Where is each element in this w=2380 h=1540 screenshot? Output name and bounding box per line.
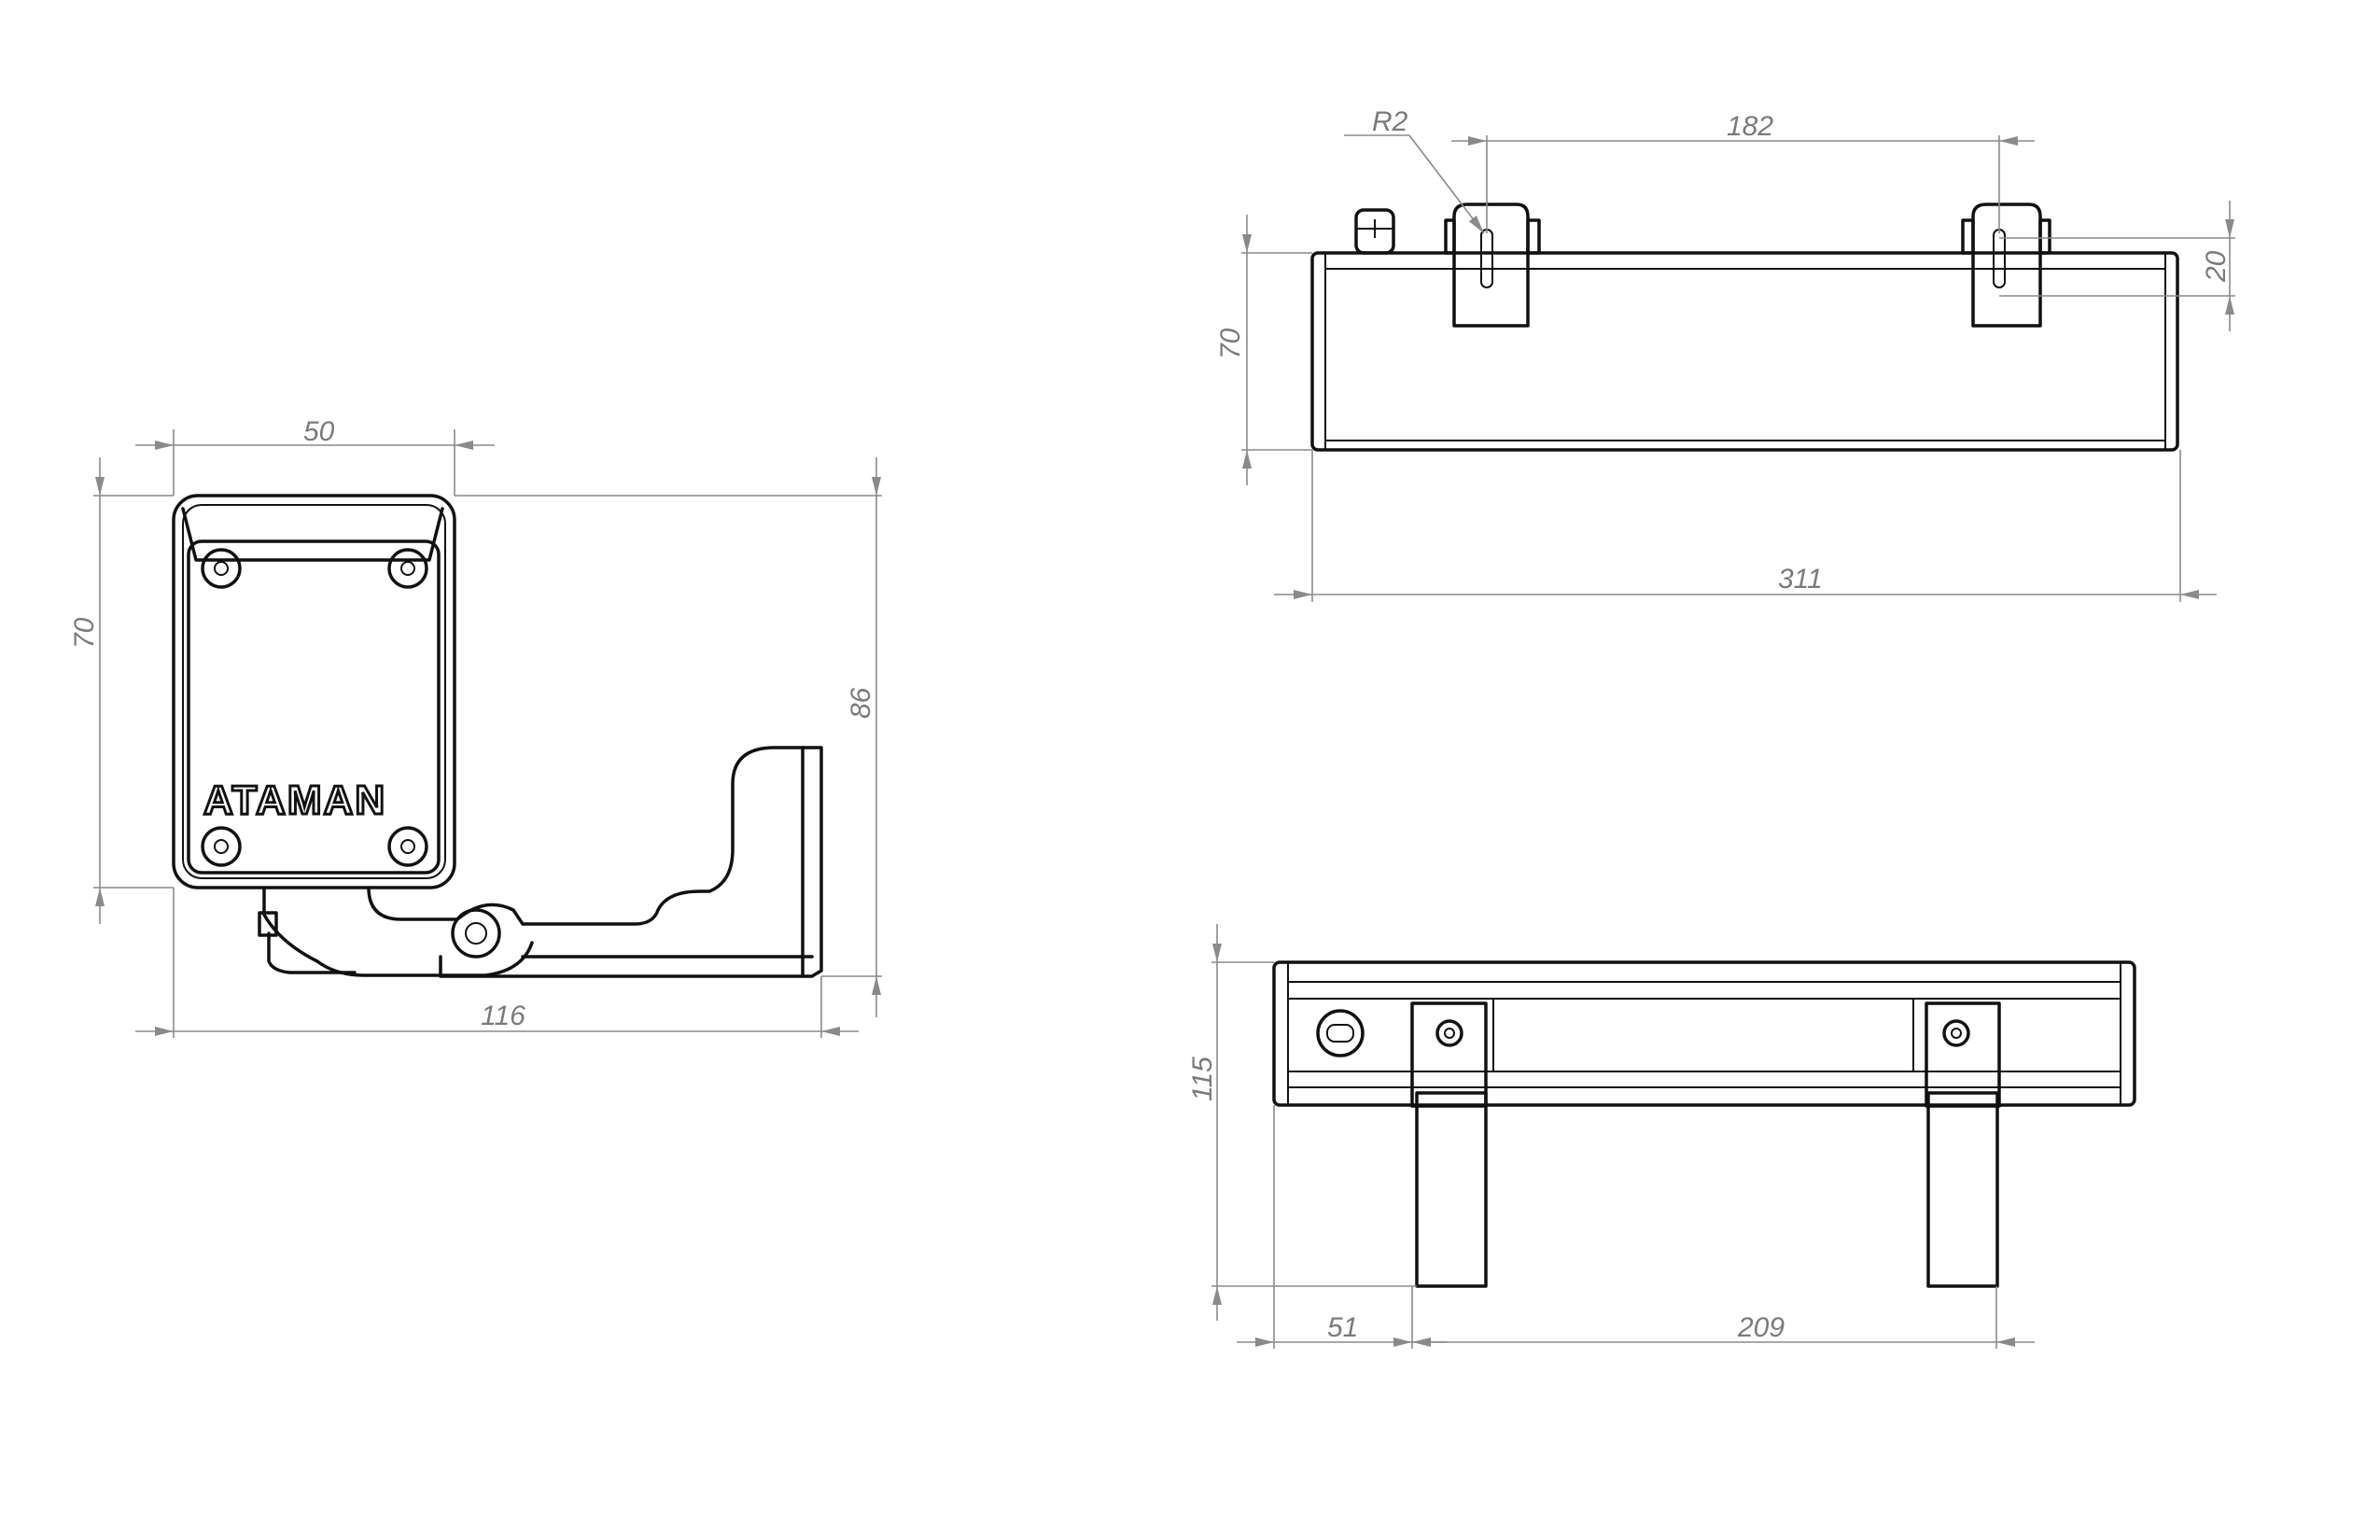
cable-gland (1354, 208, 1395, 255)
svg-text:86: 86 (846, 687, 876, 719)
dimension-182: 182 (1451, 111, 2035, 233)
front-view: 115 51 209 (1187, 924, 2136, 1349)
svg-text:182: 182 (1727, 111, 1773, 142)
svg-text:20: 20 (2201, 250, 2232, 283)
mount-bracket-right (1961, 203, 2051, 328)
dimension-209: 209 (1412, 1286, 2035, 1349)
svg-text:116: 116 (481, 1001, 525, 1031)
hinge-arm (262, 886, 534, 977)
hinge-knob (258, 911, 278, 937)
brand-logo: ATAMAN (203, 777, 386, 823)
dimension-r2: R2 (1344, 106, 1485, 234)
hinge-pivot (451, 908, 501, 959)
svg-text:209: 209 (1737, 1312, 1785, 1343)
svg-text:115: 115 (1187, 1057, 1218, 1101)
dimension-311: 311 (1274, 450, 2217, 602)
svg-text:R2: R2 (1372, 106, 1408, 137)
svg-text:70: 70 (1215, 328, 1246, 359)
hinge-base (267, 931, 357, 974)
cable-gland (1316, 1009, 1365, 1057)
housing-outline (172, 494, 456, 889)
svg-text:311: 311 (1778, 564, 1823, 595)
screw-icon (201, 548, 428, 867)
leg-left (1410, 1001, 1488, 1288)
svg-text:50: 50 (303, 416, 335, 447)
dimension-115: 115 (1187, 924, 1417, 1321)
svg-text:51: 51 (1327, 1312, 1358, 1343)
dimension-51: 51 (1237, 1105, 1413, 1349)
housing-top-chamfer (181, 507, 444, 562)
housing-inner (182, 504, 446, 879)
dimension-70-top: 70 (1215, 215, 1312, 485)
svg-text:70: 70 (69, 617, 100, 649)
dimension-50: 50 (135, 416, 495, 496)
front-plate (187, 539, 441, 875)
body-outline (1272, 960, 2136, 1107)
side-view: ATAMAN 50 70 (69, 416, 882, 1038)
body-outline (1310, 251, 2179, 452)
dimension-116: 116 (135, 888, 859, 1038)
dimension-70-side: 70 (69, 457, 174, 924)
top-view: R2 182 70 20 (1215, 106, 2235, 602)
dimension-86: 86 (455, 457, 882, 1017)
mount-bracket-left (1444, 203, 1541, 328)
dimension-20: 20 (1999, 201, 2235, 331)
leg-right (1925, 1001, 2001, 1288)
mounting-bracket (367, 746, 823, 978)
